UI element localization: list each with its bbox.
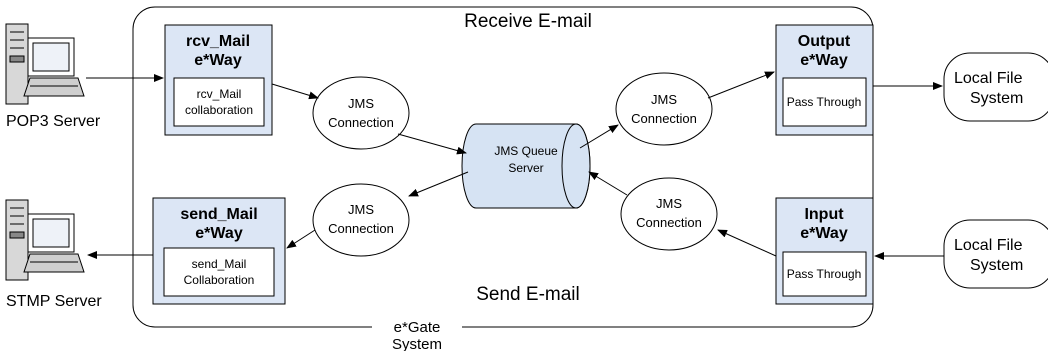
rcv-mail-eway-title-line1: rcv_Mail	[186, 33, 250, 50]
input-eway-title-line1: Input	[804, 206, 844, 223]
stmp-server-label: STMP Server	[6, 293, 102, 310]
jms-connection-1-line1: JMS	[348, 96, 374, 111]
rcv-mail-collaboration-line2: collaboration	[185, 103, 253, 117]
local-file-system-top: Local File System	[943, 52, 1048, 122]
jms-connection-3-line2: Connection	[631, 111, 697, 126]
system-label-line1: e*Gate	[394, 319, 441, 336]
jms-connection-2: JMS Connection	[312, 183, 410, 257]
arrow-rcv-to-jms1	[271, 83, 319, 100]
output-eway: Output e*Way Pass Through	[775, 24, 874, 136]
local-file-system-top-line1: Local File	[954, 70, 1023, 87]
server-computer-icon	[5, 199, 85, 281]
system-label-line2: System	[392, 336, 442, 351]
output-eway-title-line1: Output	[798, 33, 851, 50]
jms-connection-2-line2: Connection	[328, 221, 394, 236]
send-mail-collaboration-box	[163, 247, 275, 297]
arrow-input-to-jms4	[717, 229, 777, 257]
input-eway: Input e*Way Pass Through	[775, 197, 874, 305]
receive-email-title: Receive E-mail	[464, 11, 592, 32]
arrow-jms4-to-queue	[588, 171, 628, 196]
input-pass-through-label: Pass Through	[787, 267, 862, 281]
send-mail-eway-title-line1: send_Mail	[180, 206, 257, 223]
jms-connection-3: JMS Connection	[615, 72, 713, 146]
arrow-queue-to-jms2	[408, 171, 469, 197]
input-pass-through-box	[782, 251, 867, 297]
jms-connection-1: JMS Connection	[312, 76, 410, 150]
jms-connection-4-line1: JMS	[656, 196, 682, 211]
jms-queue-server-line1: JMS Queue	[494, 144, 558, 158]
send-mail-collaboration-line1: send_Mail	[192, 257, 247, 271]
output-pass-through-label: Pass Through	[787, 95, 862, 109]
server-computer-icon	[5, 23, 85, 105]
send-mail-collaboration-line2: Collaboration	[184, 273, 255, 287]
jms-queue-server: JMS Queue Server	[461, 123, 591, 209]
send-mail-eway-title-line2: e*Way	[195, 225, 243, 242]
local-file-system-bottom-line2: System	[970, 257, 1023, 274]
rcv-mail-eway: rcv_Mail e*Way rcv_Mail collaboration	[164, 24, 273, 136]
jms-connection-4-line2: Connection	[636, 215, 702, 230]
rcv-mail-collaboration-line1: rcv_Mail	[197, 87, 242, 101]
arrow-queue-to-jms3	[579, 124, 619, 149]
jms-connection-3-line1: JMS	[651, 92, 677, 107]
send-email-title: Send E-mail	[476, 284, 580, 305]
jms-connection-1-line2: Connection	[328, 115, 394, 130]
rcv-mail-collaboration-box	[173, 77, 265, 127]
jms-connection-2-line1: JMS	[348, 202, 374, 217]
local-file-system-bottom: Local File System	[943, 219, 1048, 289]
arrow-jms2-to-send	[286, 229, 316, 249]
flow-arrows	[86, 71, 944, 260]
local-file-system-bottom-line1: Local File	[954, 237, 1023, 254]
output-eway-title-line2: e*Way	[800, 52, 848, 69]
send-mail-eway: send_Mail e*Way send_Mail Collaboration	[152, 197, 286, 305]
jms-connection-4: JMS Connection	[620, 177, 718, 251]
stmp-server: STMP Server	[5, 199, 102, 310]
local-file-system-top-line2: System	[970, 90, 1023, 107]
rcv-mail-eway-title-line2: e*Way	[194, 52, 242, 69]
input-eway-title-line2: e*Way	[800, 225, 848, 242]
system-label-backdrop	[372, 318, 462, 351]
output-pass-through-box	[782, 77, 867, 127]
arrow-jms1-to-queue	[397, 133, 467, 155]
pop3-server: POP3 Server	[5, 23, 101, 130]
pop3-server-label: POP3 Server	[6, 113, 101, 130]
jms-queue-server-line2: Server	[508, 161, 543, 175]
egate-system-boundary	[132, 6, 874, 328]
arrow-jms3-to-output	[707, 71, 775, 99]
